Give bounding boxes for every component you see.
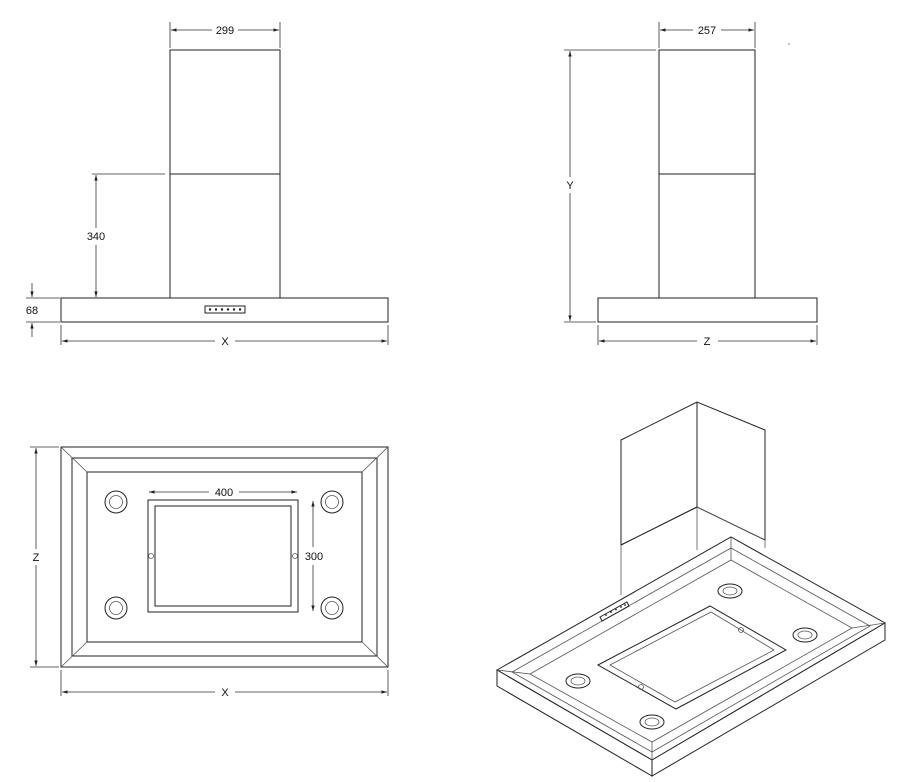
dim-68-label: 68 [26, 305, 38, 317]
dim-300-label: 300 [305, 551, 323, 563]
front-chimney-upper [169, 49, 281, 175]
bottom-view: 400 300 Z X [30, 446, 389, 699]
dim-canopy-height: 68 [26, 283, 60, 337]
dim-y-label: Y [566, 180, 574, 192]
bottom-inner-frame [86, 471, 363, 643]
light-icon [320, 596, 344, 620]
dim-x-label-bottom: X [221, 687, 229, 699]
light-icon [104, 490, 128, 514]
dim-z-label-side: Z [704, 336, 711, 348]
dim-299-label: 299 [216, 25, 234, 37]
dim-side-depth: Z [597, 325, 818, 348]
dim-front-width: X [60, 325, 389, 348]
iso-filter [596, 605, 788, 710]
filter-inner [154, 505, 292, 607]
dim-chimney-depth: 257 [658, 22, 756, 48]
dim-400-label: 400 [215, 487, 233, 499]
iso-canopy [495, 536, 887, 777]
dim-bottom-depth: Z [30, 446, 59, 668]
light-icon [792, 627, 818, 643]
filter-latch-right [292, 553, 298, 559]
dim-257-label: 257 [698, 25, 716, 37]
bottom-middle-frame [71, 457, 378, 657]
front-view: 299 340 68 X [26, 22, 389, 348]
side-canopy [597, 297, 818, 323]
control-panel-icon [599, 601, 630, 622]
dim-chimney-width: 299 [169, 22, 281, 48]
light-icon [639, 714, 665, 730]
iso-chimney [620, 401, 766, 595]
dim-chimney-lower-height: 340 [87, 173, 165, 297]
dim-340-label: 340 [87, 231, 105, 243]
control-panel-icon [204, 305, 246, 314]
side-chimney-lower [658, 173, 756, 299]
front-chimney-lower [169, 173, 281, 299]
filter-latch-left [148, 553, 154, 559]
light-icon [104, 596, 128, 620]
dim-total-height: Y [564, 49, 656, 323]
side-view: 257 Y Z [564, 22, 818, 348]
dim-x-label-front: X [221, 336, 229, 348]
bottom-outer-frame [60, 446, 389, 668]
filter-outer [147, 499, 299, 613]
isometric-view [495, 401, 887, 777]
light-icon [320, 490, 344, 514]
dim-filter-depth: 300 [305, 501, 323, 611]
dim-filter-width: 400 [149, 487, 297, 499]
side-chimney-upper [658, 49, 756, 175]
dim-bottom-width: X [60, 670, 389, 699]
dim-z-label-bottom: Z [33, 552, 40, 564]
front-canopy [60, 297, 389, 323]
light-icon [565, 673, 591, 689]
light-icon [717, 583, 743, 599]
